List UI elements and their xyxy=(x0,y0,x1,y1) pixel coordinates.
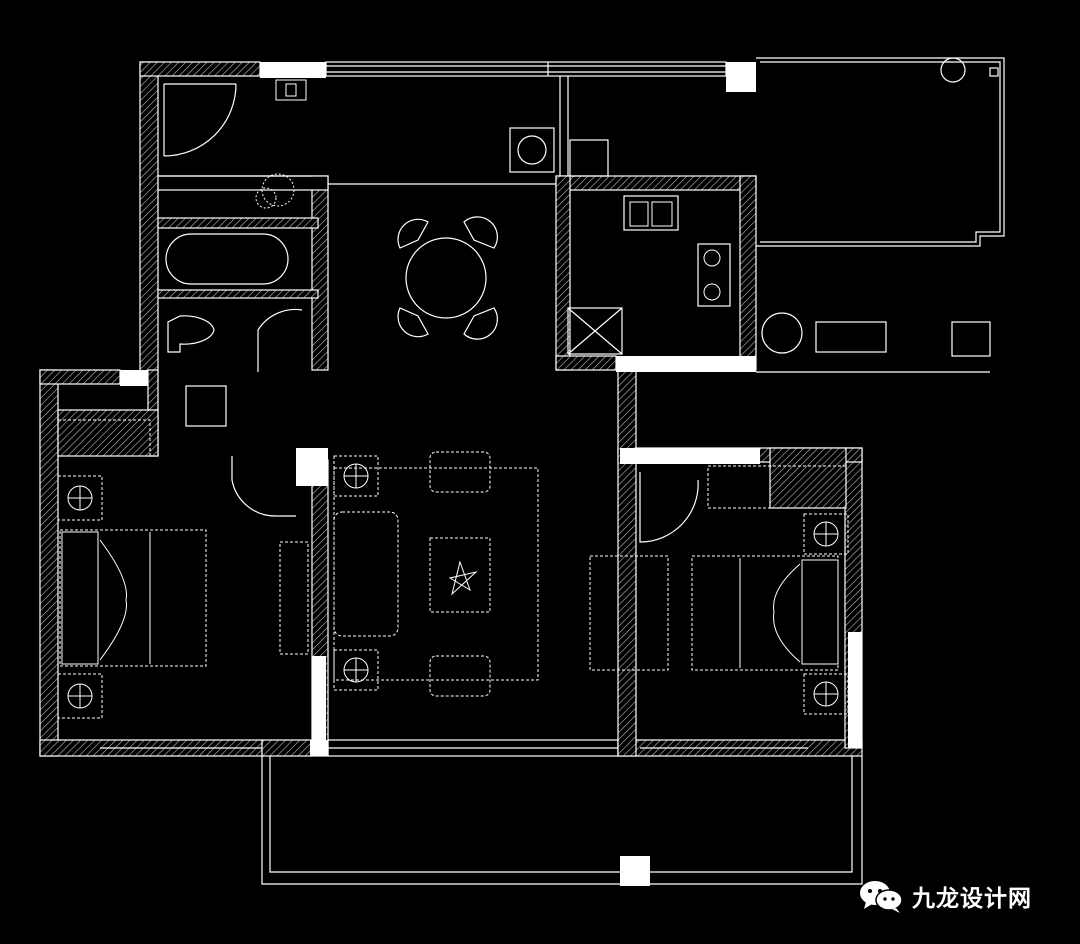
walls xyxy=(39,61,863,757)
dining-table xyxy=(397,216,498,340)
structural-columns xyxy=(120,62,862,886)
wechat-icon xyxy=(860,881,903,913)
bed-details xyxy=(61,79,839,709)
living-furniture xyxy=(57,419,849,719)
thin-lines xyxy=(100,57,1005,885)
watermark: 九龙设计网 xyxy=(858,876,1032,916)
watermark-text: 九龙设计网 xyxy=(912,886,1032,912)
